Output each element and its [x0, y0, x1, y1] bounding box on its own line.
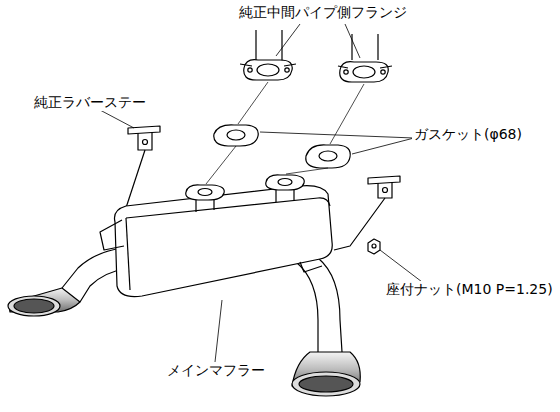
main-muffler	[8, 175, 360, 396]
part-label: 座付ナット(M10 P=1.25)	[384, 281, 555, 298]
part-label: 純正中間パイプ側フランジ	[237, 4, 409, 21]
flange-nut	[368, 239, 380, 254]
part-label: メインマフラー	[165, 362, 267, 379]
rubber-stay	[334, 176, 400, 250]
part-label: ガスケット(φ68)	[412, 126, 524, 143]
gasket	[306, 145, 350, 168]
gasket	[214, 125, 258, 146]
oem-flange	[240, 30, 296, 80]
leader-line	[100, 24, 430, 362]
oem-flange	[338, 34, 392, 82]
part-label: 純正ラバーステー	[32, 94, 148, 111]
